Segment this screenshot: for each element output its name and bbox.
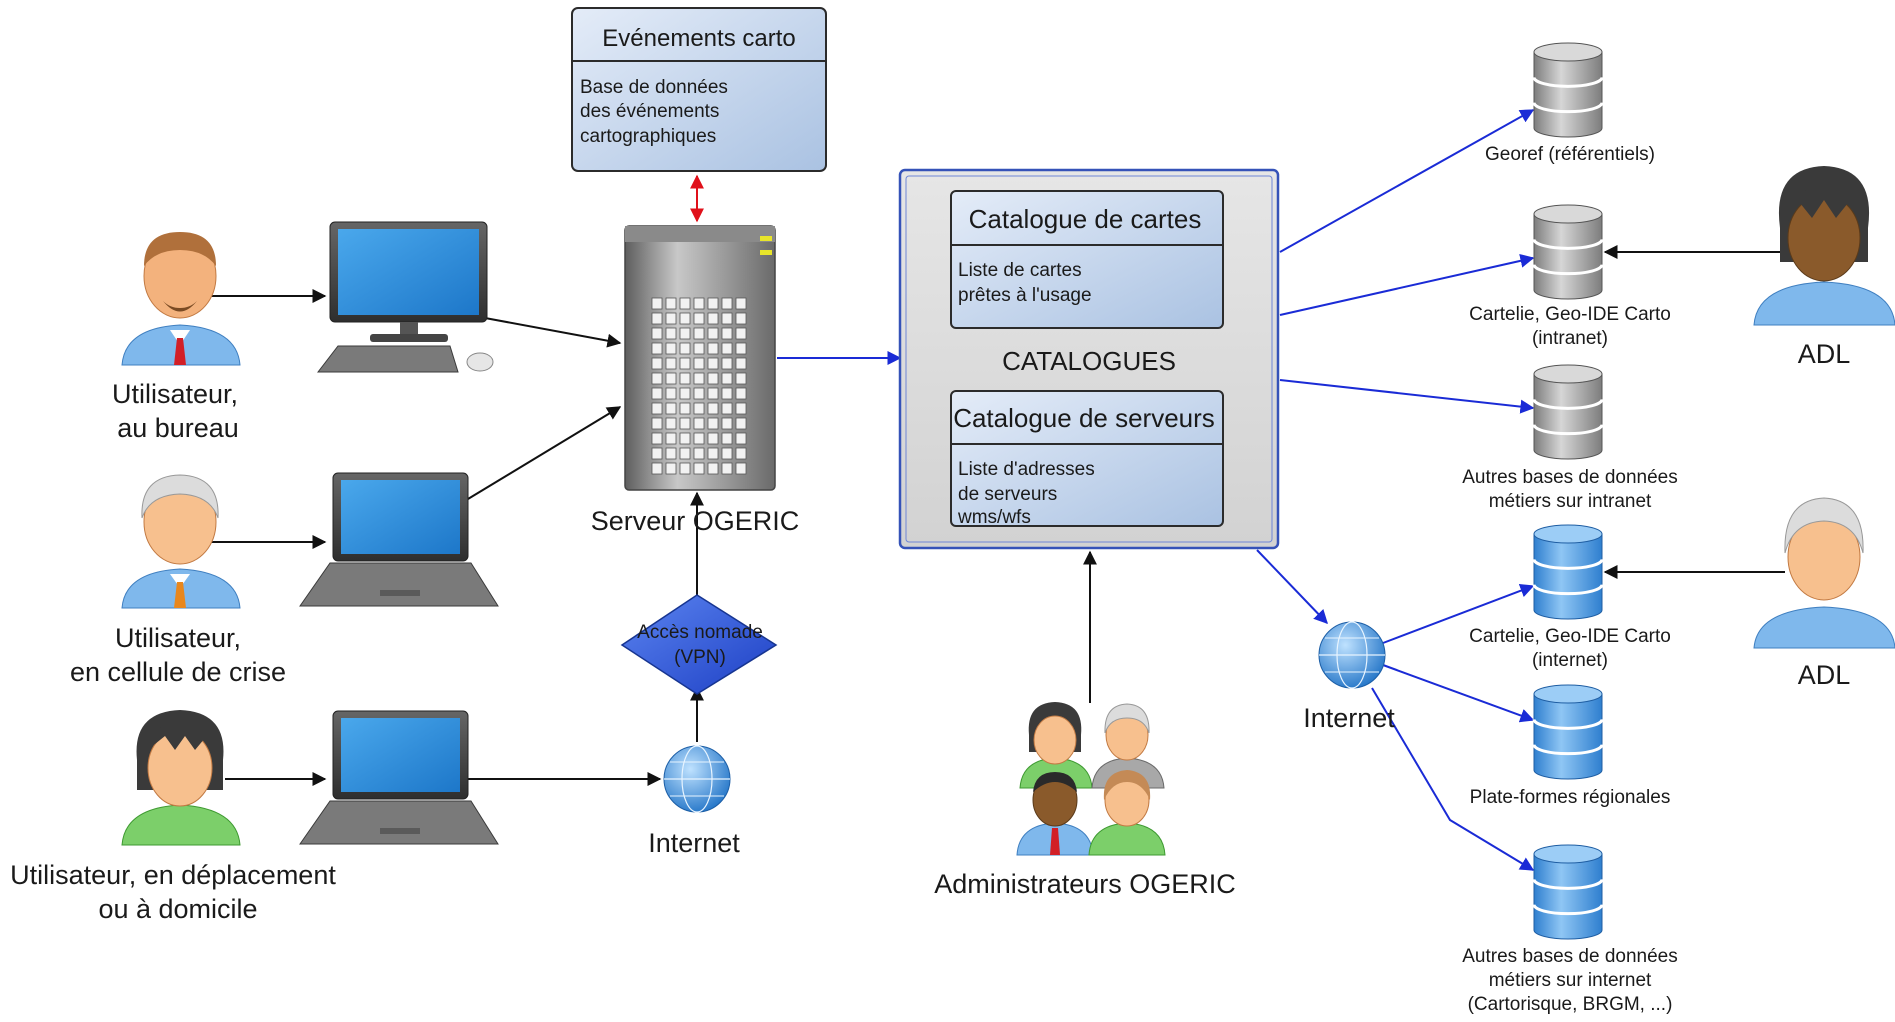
catalogue-servers-line: Liste d'adresses <box>958 459 1095 480</box>
database-label: Plate-formes régionales <box>1470 787 1671 808</box>
user2-avatar-icon <box>121 474 241 609</box>
databases: Georef (référentiels) Cartelie, Geo-IDE C… <box>1462 42 1678 1015</box>
arrow-catalogues-internet <box>1256 549 1328 625</box>
arrow-laptop-server <box>462 406 622 503</box>
database-label: (internet) <box>1532 650 1608 671</box>
laptop-icon <box>299 472 499 607</box>
server-label: Serveur OGERIC <box>591 506 800 536</box>
internet-left-label: Internet <box>648 828 740 858</box>
server-icon <box>624 225 776 491</box>
catalogues-label: CATALOGUES <box>1002 346 1176 376</box>
vpn-label-line1: Accès nomade <box>637 622 763 643</box>
adl1-avatar-icon <box>1753 166 1895 326</box>
events-box-line: des événements <box>580 101 719 122</box>
arrow-internet-plateformes <box>1382 664 1535 723</box>
admins-group-icon <box>1016 702 1166 856</box>
catalogue-maps-title: Catalogue de cartes <box>969 204 1202 234</box>
user1-avatar-icon <box>121 232 241 366</box>
arrow-internet-cartelie-internet <box>1382 583 1535 644</box>
arrow-catalogues-georef <box>1279 109 1535 253</box>
arrow-catalogues-cartelie-intranet <box>1279 253 1535 316</box>
database-icon <box>1532 42 1604 138</box>
database-icon <box>1532 684 1604 780</box>
globe-icon <box>1318 621 1386 689</box>
desktop-computer-icon <box>316 221 494 373</box>
user2-label-line2: en cellule de crise <box>70 657 286 687</box>
events-carto-box: Evénements carto Base de données des évé… <box>571 7 827 172</box>
user3-label-line1: Utilisateur, en déplacement <box>10 860 336 890</box>
database-icon <box>1532 364 1604 460</box>
user1-label-line2: au bureau <box>117 413 239 443</box>
catalogue-servers-title: Catalogue de serveurs <box>953 403 1215 433</box>
admins-label: Administrateurs OGERIC <box>934 869 1236 899</box>
user2-label-line1: Utilisateur, <box>115 623 241 653</box>
arrow-internet-autres-internet <box>1371 687 1535 871</box>
connectors <box>205 109 1785 871</box>
database-label: (intranet) <box>1532 328 1608 349</box>
laptop-icon <box>299 710 499 845</box>
catalogues-container: Catalogue de cartes Liste de cartes prêt… <box>898 168 1280 550</box>
vpn-diamond: Accès nomade (VPN) <box>620 594 778 695</box>
globe-icon <box>663 745 731 813</box>
database-label: métiers sur internet <box>1489 970 1652 991</box>
adl1-label: ADL <box>1798 339 1851 369</box>
internet-right-label: Internet <box>1303 703 1395 733</box>
user1-label-line1: Utilisateur, <box>112 379 238 409</box>
catalogue-maps-line: prêtes à l'usage <box>958 285 1092 306</box>
events-box-line: Base de données <box>580 77 728 98</box>
adl2-avatar-icon <box>1753 497 1895 649</box>
database-label: Georef (référentiels) <box>1485 144 1655 165</box>
vpn-label-line2: (VPN) <box>674 647 726 668</box>
database-label: métiers sur intranet <box>1489 491 1652 512</box>
database-icon <box>1532 204 1604 300</box>
database-label: Autres bases de données <box>1462 946 1678 967</box>
catalogue-servers-line: de serveurs <box>958 484 1057 505</box>
adl2-label: ADL <box>1798 660 1851 690</box>
database-label: Cartelie, Geo-IDE Carto <box>1469 304 1671 325</box>
database-label: Autres bases de données <box>1462 467 1678 488</box>
arrow-desktop-server <box>484 317 622 348</box>
user3-avatar-icon <box>121 710 241 846</box>
database-label: (Cartorisque, BRGM, ...) <box>1468 994 1673 1015</box>
catalogue-servers-box: Catalogue de serveurs Liste d'adresses d… <box>950 390 1224 528</box>
catalogue-servers-line: wms/wfs <box>957 507 1031 528</box>
database-label: Cartelie, Geo-IDE Carto <box>1469 626 1671 647</box>
events-box-line: cartographiques <box>580 126 716 147</box>
database-icon <box>1532 524 1604 620</box>
events-box-title: Evénements carto <box>602 25 795 52</box>
user3-label-line2: ou à domicile <box>98 894 257 924</box>
catalogue-maps-box: Catalogue de cartes Liste de cartes prêt… <box>950 190 1224 329</box>
arrow-catalogues-autres-intranet <box>1279 379 1535 414</box>
database-icon <box>1532 844 1604 940</box>
catalogue-maps-line: Liste de cartes <box>958 260 1082 281</box>
